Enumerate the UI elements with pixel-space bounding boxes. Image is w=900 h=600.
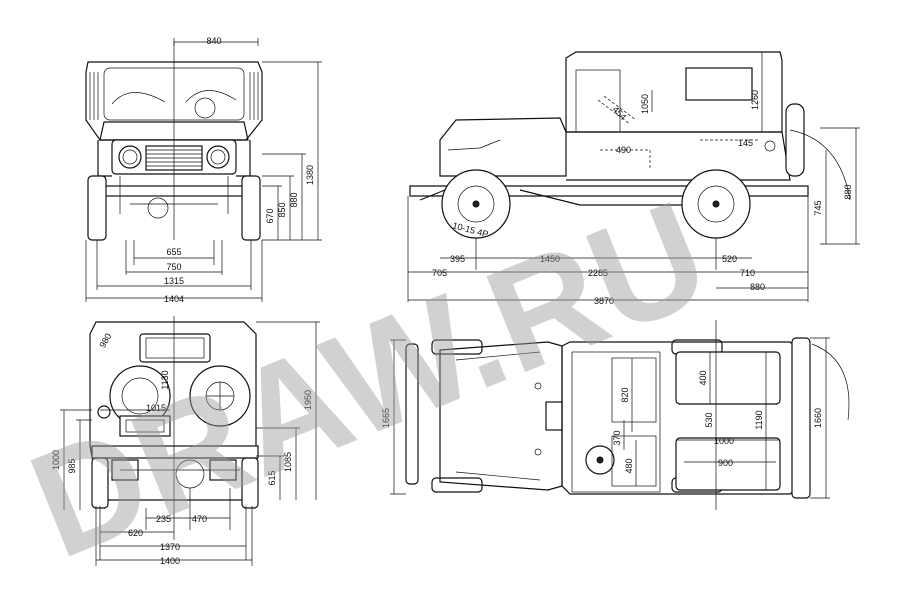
rear-dim-1085: 1085 xyxy=(283,452,293,472)
top-view: 1665 820 400 530 1190 1660 370 480 1000 … xyxy=(381,320,850,510)
front-dim-1404: 1404 xyxy=(164,294,184,304)
front-dim-1315: 1315 xyxy=(164,276,184,286)
rear-dim-980: 980 xyxy=(97,331,113,349)
side-dim-454: 454 xyxy=(611,104,629,122)
front-dim-880: 880 xyxy=(289,192,299,207)
rear-dim-1000: 1000 xyxy=(51,450,61,470)
front-view: 840 1380 880 850 670 655 750 1315 1404 xyxy=(85,36,322,304)
side-dim-395: 395 xyxy=(450,254,465,264)
side-dim-3870: 3870 xyxy=(594,296,614,306)
side-dim-880h: 880 xyxy=(750,282,765,292)
rear-dim-1400: 1400 xyxy=(160,556,180,566)
side-dim-2285: 2285 xyxy=(588,268,608,278)
side-dim-880v: 880 xyxy=(843,184,853,199)
top-dim-820: 820 xyxy=(620,387,630,402)
rear-dim-620: 620 xyxy=(128,528,143,538)
top-dim-1660: 1660 xyxy=(813,408,823,428)
side-dim-745: 745 xyxy=(813,200,823,215)
rear-dim-235: 235 xyxy=(156,514,171,524)
rear-dim-1130: 1130 xyxy=(160,370,170,389)
top-dim-480: 480 xyxy=(624,458,634,473)
top-dim-1665: 1665 xyxy=(381,408,391,428)
rear-dim-1370: 1370 xyxy=(160,542,180,552)
rear-dim-1015: 1015 xyxy=(146,403,166,413)
top-dim-900: 900 xyxy=(718,458,733,468)
rear-dim-985: 985 xyxy=(67,458,77,473)
side-dim-1450: 1450 xyxy=(540,254,560,264)
side-dim-490: 490 xyxy=(616,145,631,155)
side-dim-520: 520 xyxy=(722,254,737,264)
watermark-text: DRAW.RU xyxy=(9,169,729,590)
front-dim-655: 655 xyxy=(166,247,181,257)
front-dim-1380: 1380 xyxy=(305,165,315,185)
side-dim-1260: 1260 xyxy=(750,90,760,110)
front-dim-850: 850 xyxy=(277,202,287,217)
top-dim-1000: 1000 xyxy=(714,436,734,446)
side-dim-145: 145 xyxy=(738,138,753,148)
top-dim-400: 400 xyxy=(698,370,708,385)
top-dim-370: 370 xyxy=(612,430,622,445)
rear-dim-1950: 1950 xyxy=(303,390,313,410)
top-dim-530: 530 xyxy=(704,412,714,427)
rear-view: 1015 1130 980 1950 1085 615 1000 985 235… xyxy=(51,316,320,566)
watermark: DRAW.RU xyxy=(9,169,729,590)
front-dim-670: 670 xyxy=(265,208,275,223)
top-dim-1190: 1190 xyxy=(754,410,764,429)
side-dim-705: 705 xyxy=(432,268,447,278)
front-dim-750: 750 xyxy=(166,262,181,272)
front-dim-840: 840 xyxy=(206,36,221,46)
rear-dim-615: 615 xyxy=(267,470,277,485)
rear-dim-470: 470 xyxy=(192,514,207,524)
side-dim-1050: 1050 xyxy=(640,94,650,114)
side-dim-710: 710 xyxy=(740,268,755,278)
